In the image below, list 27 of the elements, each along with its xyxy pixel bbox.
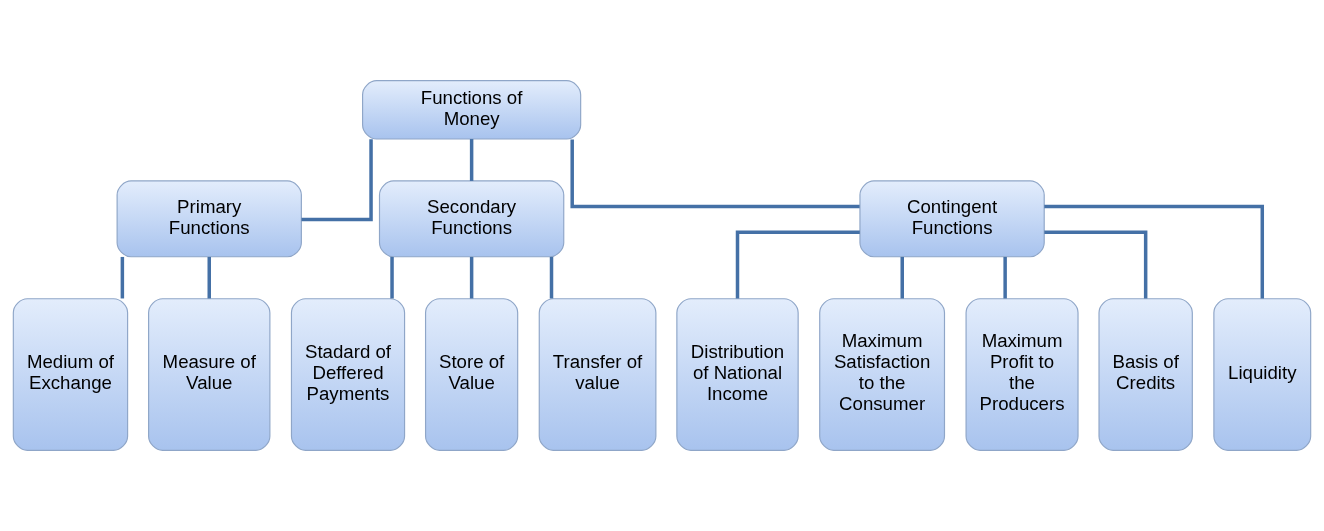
connector	[735, 230, 860, 299]
connector	[469, 256, 474, 299]
connector	[549, 256, 554, 299]
node-box: Contingent Functions	[859, 180, 1045, 258]
node-box: Liquidity	[1213, 298, 1312, 451]
node-box: Basis of Credits	[1098, 298, 1193, 451]
connector	[1044, 230, 1148, 299]
connector	[469, 139, 474, 181]
node-box: Transfer of value	[538, 298, 657, 451]
node-box: Measure of Value	[148, 298, 271, 451]
connector	[120, 256, 125, 299]
node-box: Maximum Satisfaction to the Consumer	[819, 298, 946, 451]
connector	[301, 139, 373, 222]
connector	[207, 256, 211, 299]
node-box: Store of Value	[424, 298, 519, 451]
connector	[1044, 204, 1265, 299]
connector	[570, 139, 860, 209]
node-box: Medium of Exchange	[12, 298, 129, 451]
node-box: Primary Functions	[116, 180, 302, 258]
node-box: Stadard of Deffered Payments	[290, 298, 406, 451]
node-box: Functions of Money	[362, 80, 582, 140]
node-box: Distribution of National Income	[676, 298, 799, 451]
connector	[1003, 256, 1007, 299]
connector	[390, 256, 394, 299]
node-box: Secondary Functions	[378, 180, 565, 258]
connector	[900, 256, 904, 299]
node-box: Maximum Profit to the Producers	[965, 298, 1079, 451]
